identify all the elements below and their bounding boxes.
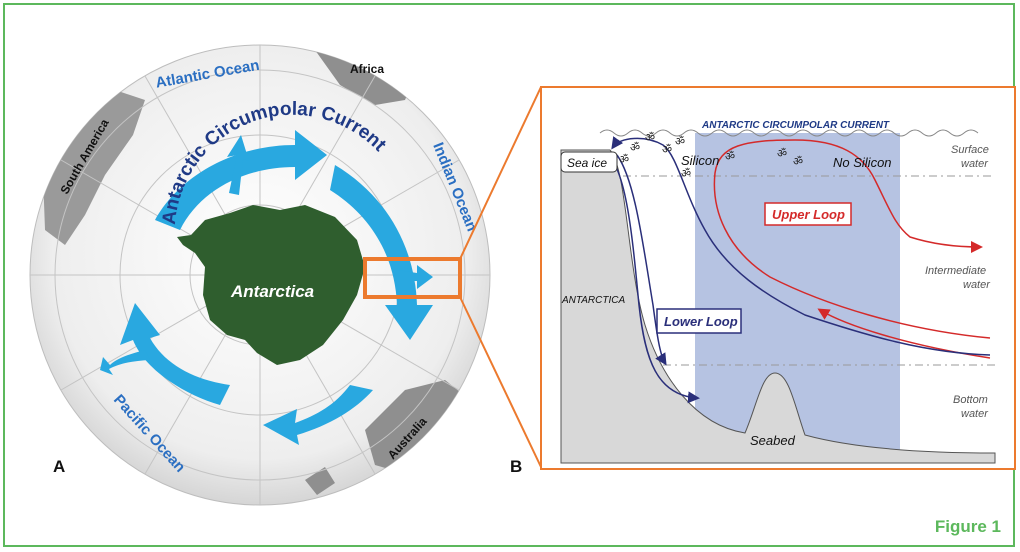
svg-text:ॐ: ॐ [793,155,803,168]
sea-ice-label: Sea ice [567,156,607,170]
svg-text:ॐ: ॐ [777,147,787,160]
current-arrow-top [155,130,327,230]
figure-canvas: Atlantic Ocean Africa South America Indi… [29,44,1016,506]
panel-label-a: A [53,457,66,476]
upper-loop-arrow-in [713,139,991,339]
surface-water-label-2: water [961,158,989,170]
svg-text:ॐ: ॐ [630,141,640,154]
svg-text:ॐ: ॐ [681,167,691,180]
seabed-label: Seabed [750,433,796,448]
antarctica-section-label: ANTARCTICA [561,295,625,306]
current-arrow-bottom-right [263,385,373,445]
africa-label: Africa [350,62,384,76]
surface-waves [599,129,979,137]
sea-ice-box [560,151,618,173]
current-arrow-bottom-left [120,303,230,405]
callout-box [363,257,462,299]
seabed-profile [560,149,996,464]
current-branch-arrow [227,135,249,195]
lower-loop-arrow-down [604,152,700,404]
current-arrow-left [100,350,150,375]
current-exit-arrow [397,265,433,289]
antarctica-landmass [177,205,365,365]
lower-loop-arrow-mid [616,154,667,366]
silicon-shading [695,133,900,453]
svg-text:ॐ: ॐ [725,150,735,163]
silicon-label: Silicon [681,153,719,168]
figure-frame: Atlantic Ocean Africa South America Indi… [3,3,1016,547]
bottom-water-label-1: Bottom [953,394,988,406]
intermediate-water-label-2: water [963,279,991,291]
lower-loop-arrow-in [611,136,991,356]
no-silicon-label: No Silicon [833,155,892,170]
svg-text:ॐ: ॐ [675,135,685,148]
antarctica-label: Antarctica [230,282,314,301]
panel-label-b: B [510,457,523,476]
south-america-landmass [43,90,145,245]
bottom-water-label-2: water [961,408,989,420]
svg-text:ॐ: ॐ [645,131,655,144]
svg-text:ॐ: ॐ [662,143,672,156]
surface-water-label-1: Surface [951,144,989,156]
figure-label: Figure 1 [934,517,1001,536]
acc-section-title: ANTARCTIC CIRCUMPOLAR CURRENT [701,120,890,131]
upper-loop-box [764,202,852,226]
lower-loop-box [656,308,742,334]
intermediate-water-label-1: Intermediate [925,265,986,277]
lower-loop-label: Lower Loop [664,314,738,329]
upper-loop-label: Upper Loop [772,207,845,222]
svg-text:ॐ: ॐ [619,153,629,166]
globe: Atlantic Ocean Africa South America Indi… [29,44,491,506]
